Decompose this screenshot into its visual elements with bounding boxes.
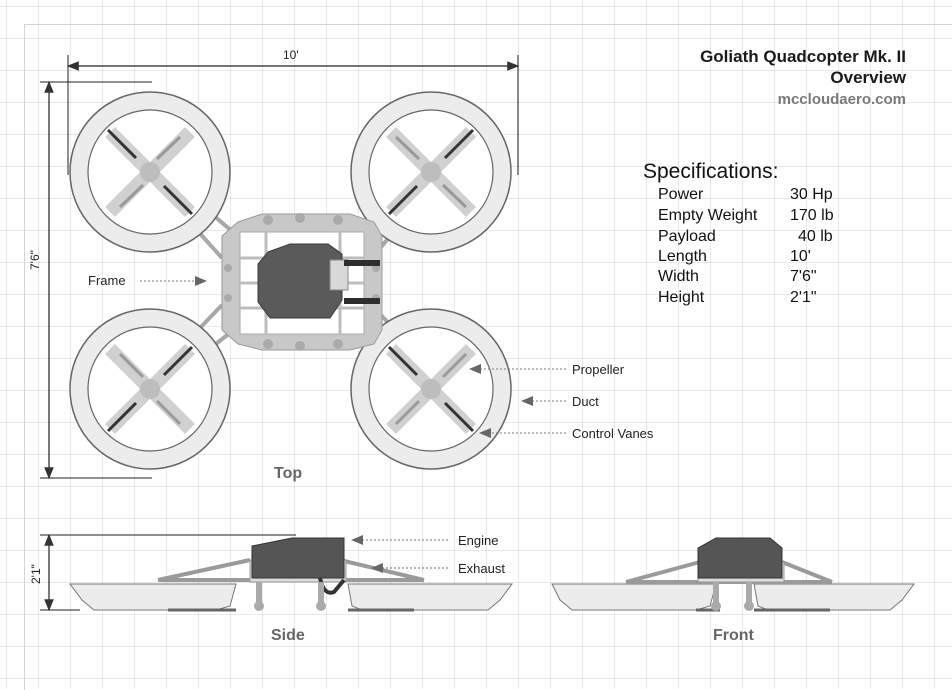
rotor-top-left: [69, 91, 231, 253]
spec-label-power: Power: [658, 186, 704, 203]
title-name: Goliath Quadcopter Mk. II: [700, 47, 906, 66]
spec-label-width: Width: [658, 268, 699, 285]
height-dimension-label: 7'6": [28, 250, 42, 270]
rotor-top-right: [350, 91, 512, 253]
website-label: mccloudaero.com: [777, 91, 906, 108]
engine-label: Engine: [458, 533, 499, 548]
engine-top: [257, 243, 380, 319]
height-dimension-line: [40, 80, 152, 480]
spec-value-length: 10': [790, 248, 811, 265]
top-view-label: Top: [274, 465, 303, 482]
spec-value-empty-weight: 170 lb: [790, 207, 834, 224]
rotor-bottom-left: [69, 308, 231, 470]
spec-label-length: Length: [658, 248, 707, 265]
width-dimension-label: 10': [283, 48, 299, 62]
front-view: [551, 537, 915, 612]
side-height-dimension: [40, 533, 296, 612]
spec-value-width: 7'6": [790, 268, 817, 285]
side-view-label: Side: [271, 627, 305, 644]
front-view-label: Front: [713, 627, 754, 644]
spec-value-height: 2'1": [790, 289, 817, 306]
propeller-label: Propeller: [572, 362, 625, 377]
rotor-bottom-right: [350, 308, 512, 470]
side-view: [69, 537, 513, 612]
width-dimension-line: [66, 55, 520, 175]
control-vanes-label: Control Vanes: [572, 426, 654, 441]
side-height-dimension-label: 2'1": [29, 564, 43, 584]
spec-label-payload: Payload: [658, 228, 716, 245]
title-subtitle: Overview: [830, 68, 906, 87]
spec-value-power: 30 Hp: [790, 186, 833, 203]
frame-label: Frame: [88, 273, 126, 288]
spec-label-empty-weight: Empty Weight: [658, 207, 758, 224]
specifications-heading: Specifications:: [643, 160, 779, 183]
spec-value-payload: 40 lb: [798, 228, 833, 245]
spec-label-height: Height: [658, 289, 705, 306]
duct-label: Duct: [572, 394, 599, 409]
exhaust-label: Exhaust: [458, 561, 505, 576]
